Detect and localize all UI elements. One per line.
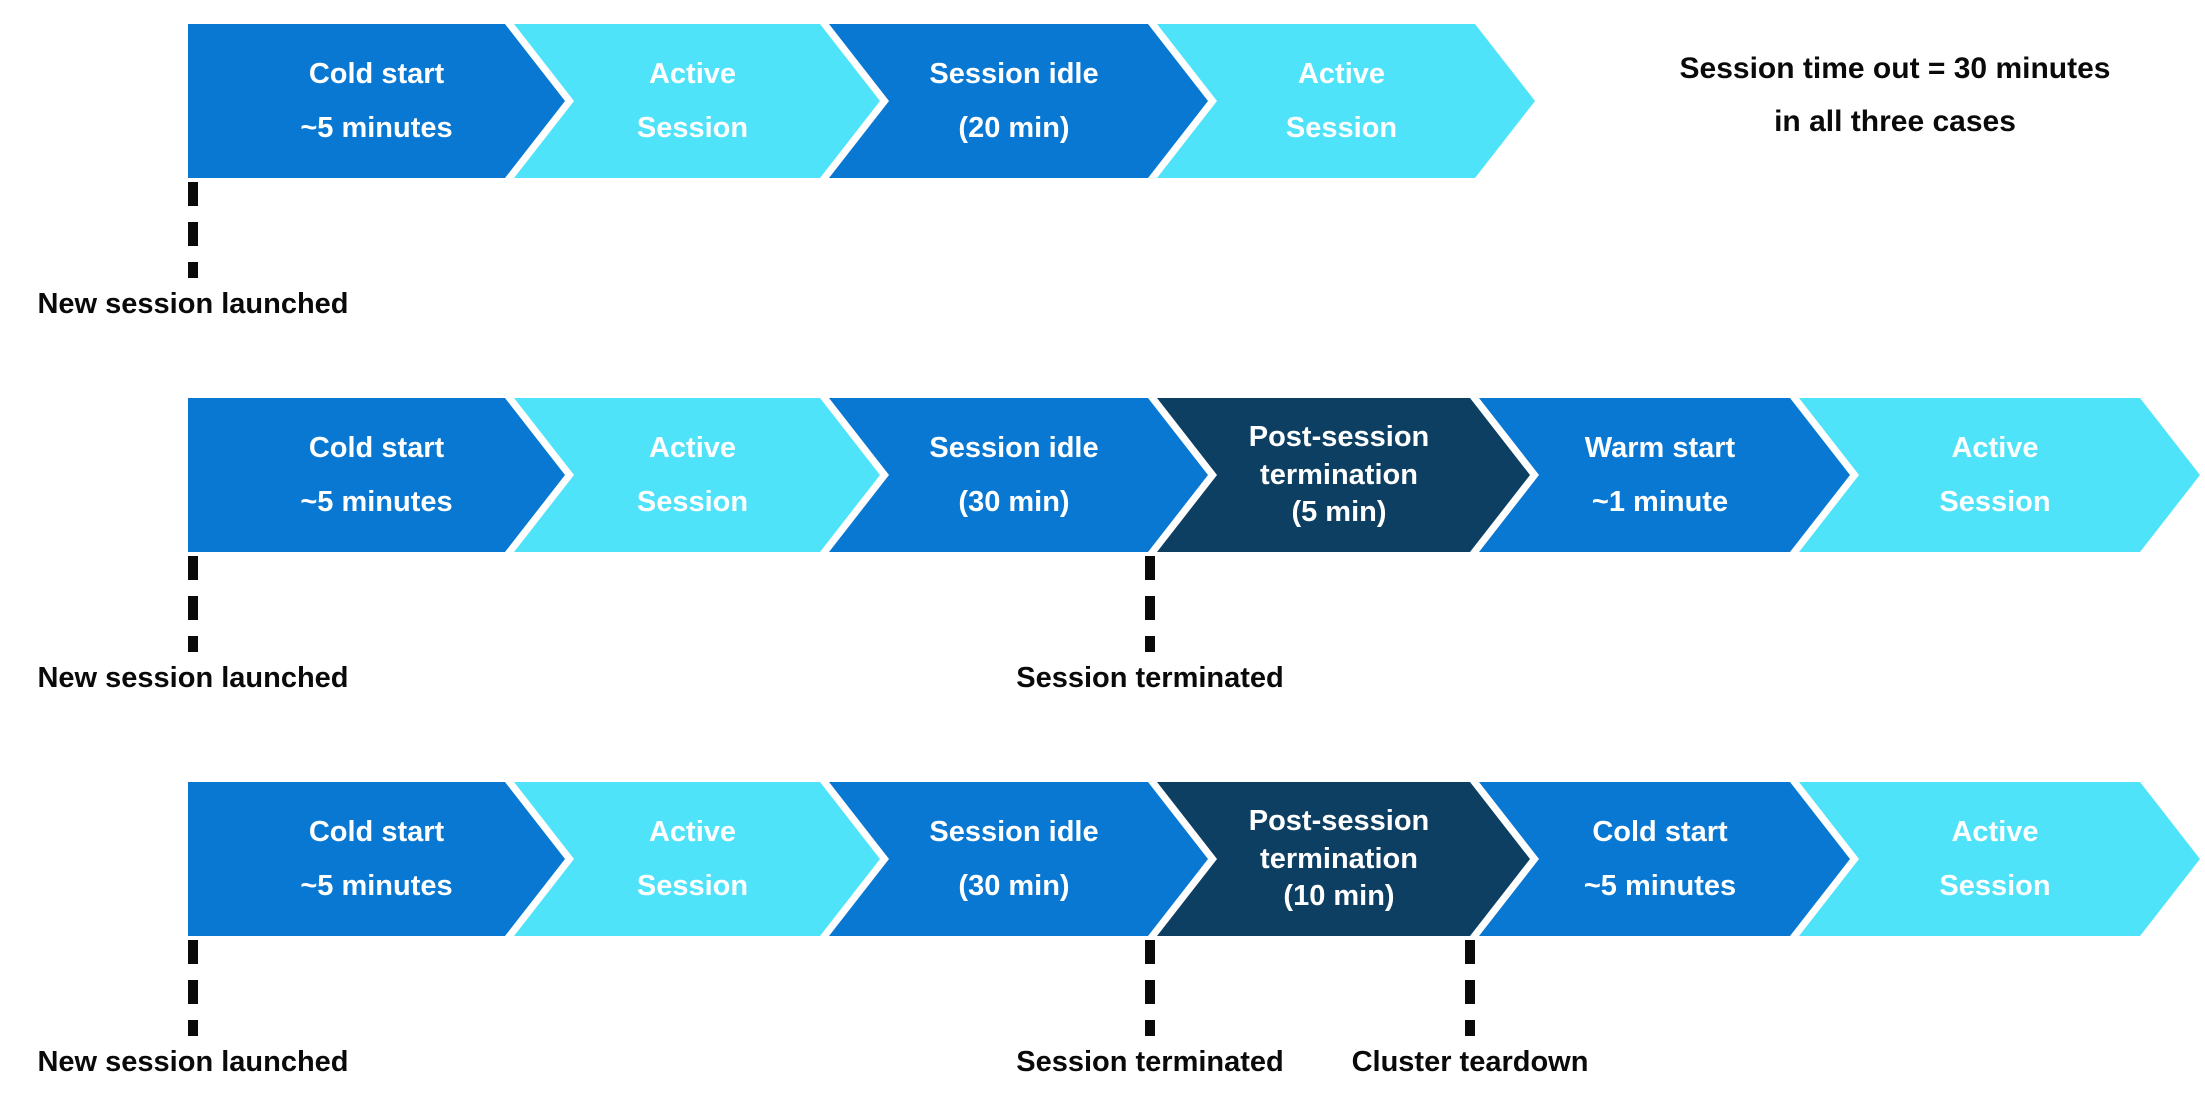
event-dash-new-session-launched — [188, 556, 198, 652]
chevron-cold-start-5-minutes — [1479, 782, 1850, 936]
chevron-active-session — [514, 24, 880, 178]
chevron-session-idle-30-min — [829, 398, 1208, 552]
chevron-post-session-termination-10-min — [1157, 782, 1530, 936]
event-label-cluster-teardown: Cluster teardown — [1351, 1046, 1589, 1078]
event-dash-cluster-teardown — [1465, 940, 1475, 1036]
event-dash-session-terminated — [1145, 940, 1155, 1036]
chevron-active-session — [514, 398, 880, 552]
event-label-session-terminated: Session terminated — [1016, 1046, 1284, 1078]
event-dash-new-session-launched — [188, 940, 198, 1036]
event-label-new-session-launched: New session launched — [37, 1046, 349, 1078]
chevron-active-session — [514, 782, 880, 936]
chevron-cold-start-5-minutes — [188, 782, 565, 936]
timeline-row-case-3-cold-start-after-cluster-teardown — [188, 782, 2200, 936]
chevron-session-idle-20-min — [829, 24, 1208, 178]
chevron-session-idle-30-min — [829, 782, 1208, 936]
event-dash-new-session-launched — [188, 182, 198, 278]
chevron-post-session-termination-5-min — [1157, 398, 1530, 552]
event-label-new-session-launched: New session launched — [37, 288, 349, 320]
timeout-note-line1: Session time out = 30 minutes — [1679, 52, 2111, 85]
chevron-active-session — [1799, 398, 2200, 552]
event-label-session-terminated: Session terminated — [1016, 662, 1284, 694]
chevron-active-session — [1799, 782, 2200, 936]
chevron-cold-start-5-minutes — [188, 398, 565, 552]
chevron-active-session — [1157, 24, 1535, 178]
event-dash-session-terminated — [1145, 556, 1155, 652]
timeline-row-case-1-session-resumes-before-timeout — [188, 24, 1535, 178]
timeout-note-line2: in all three cases — [1774, 105, 2016, 139]
chevron-cold-start-5-minutes — [188, 24, 565, 178]
chevron-warm-start-1-minute — [1479, 398, 1850, 552]
timeline-row-case-2-warm-start-after-termination — [188, 398, 2200, 552]
event-label-new-session-launched: New session launched — [37, 662, 349, 694]
timeout-note: Session time out = 30 minutes in all thr… — [1580, 42, 2205, 149]
